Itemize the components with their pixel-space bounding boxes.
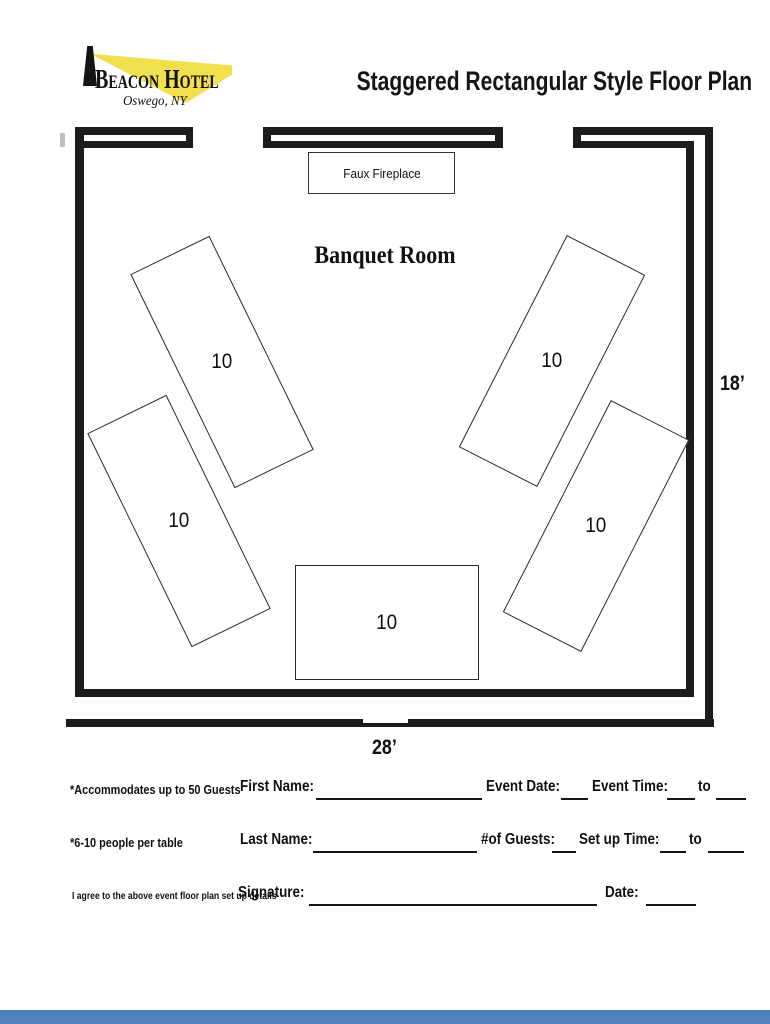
table-seat-count: 10 (211, 350, 233, 374)
setup-time-to-label: to (689, 831, 702, 848)
wall-left (75, 127, 84, 697)
wall-right-outer (705, 127, 713, 727)
faux-fireplace: Faux Fireplace (308, 152, 455, 194)
event-time-to-label: to (698, 778, 711, 795)
wall-top-left-endcap (186, 127, 193, 148)
event-time-from-field[interactable] (667, 782, 695, 800)
scan-artifact (60, 133, 65, 147)
table-seat-count: 10 (168, 509, 190, 533)
wall-bottom-inner (75, 689, 694, 697)
page-title: Staggered Rectangular Style Floor Plan (356, 66, 752, 96)
hotel-logo: Beacon Hotel Oswego, NY (75, 42, 235, 112)
event-date-field[interactable] (561, 782, 588, 800)
event-date-label: Event Date: (486, 778, 560, 795)
signature-label: Signature: (238, 884, 305, 901)
hotel-name: Beacon Hotel (95, 64, 219, 94)
setup-time-from-field[interactable] (660, 835, 686, 853)
room-label: Banquet Room (314, 242, 456, 269)
wall-top-middle-outer (263, 127, 503, 135)
wall-top-right-endcap (573, 127, 581, 148)
wall-top-left-inner (84, 141, 186, 148)
wall-top-middle-rightcap (495, 127, 503, 148)
last-name-field[interactable] (313, 835, 477, 853)
first-name-field[interactable] (316, 782, 482, 800)
wall-bottom-outer (66, 719, 714, 727)
note-per-table: *6-10 people per table (70, 835, 183, 850)
wall-top-middle-leftcap (263, 127, 271, 148)
table-seat-count: 10 (376, 610, 398, 634)
event-time-to-field[interactable] (716, 782, 746, 800)
lighthouse-icon (83, 46, 97, 86)
event-time-label: Event Time: (592, 778, 668, 795)
date-field[interactable] (646, 888, 696, 906)
signature-field[interactable] (309, 888, 597, 906)
note-capacity: *Accommodates up to 50 Guests (70, 782, 241, 797)
num-guests-field[interactable] (552, 835, 576, 853)
faux-fireplace-label: Faux Fireplace (342, 165, 421, 181)
last-name-label: Last Name: (240, 831, 313, 848)
setup-time-label: Set up Time: (579, 831, 660, 848)
note-agreement: I agree to the above event floor plan se… (72, 891, 277, 902)
dimension-width: 28’ (372, 736, 397, 759)
table-seat-count: 10 (541, 348, 563, 372)
first-name-label: First Name: (240, 778, 314, 795)
table-seat-count: 10 (585, 513, 607, 537)
wall-bottom-outer-notch (363, 719, 408, 723)
setup-time-to-field[interactable] (708, 835, 744, 853)
wall-top-right-outer (573, 127, 713, 135)
date-label: Date: (605, 884, 639, 901)
table-center: 10 (295, 565, 479, 680)
hotel-location: Oswego, NY (123, 94, 187, 109)
dimension-height: 18’ (720, 372, 745, 395)
wall-top-middle-inner (271, 141, 495, 148)
wall-top-right-inner (581, 141, 686, 148)
wall-right-inner (686, 141, 694, 697)
wall-top-left-outer (75, 127, 193, 135)
footer-bar (0, 1010, 770, 1024)
num-guests-label: #of Guests: (481, 831, 555, 848)
